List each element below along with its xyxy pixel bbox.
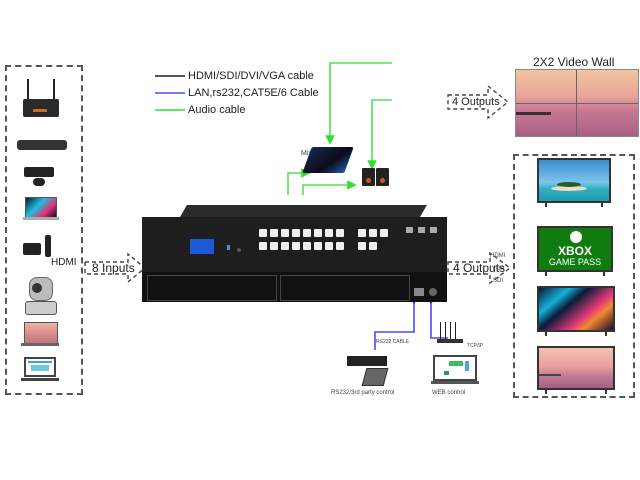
function-key[interactable] bbox=[358, 242, 366, 250]
hdmi-input-ports bbox=[147, 275, 277, 301]
key[interactable] bbox=[303, 242, 311, 250]
legend-line-lan bbox=[155, 92, 185, 94]
xbox-logo-icon bbox=[570, 231, 582, 243]
rs232-controller-device bbox=[347, 356, 387, 366]
audio-cable-to-speakers-top bbox=[367, 99, 392, 170]
set-top-box-device bbox=[17, 140, 67, 150]
videowall-outputs-arrow bbox=[447, 84, 510, 120]
key[interactable] bbox=[325, 229, 333, 237]
inputs-arrow bbox=[84, 252, 147, 284]
audio-cable-to-mixer-left bbox=[287, 168, 311, 195]
function-key[interactable] bbox=[358, 229, 366, 237]
rs232-port bbox=[429, 288, 437, 296]
laptop-webpage-device bbox=[21, 357, 59, 383]
video-wall-divider-h bbox=[516, 103, 638, 104]
lcd-display bbox=[190, 239, 214, 254]
key[interactable] bbox=[314, 242, 322, 250]
rs232-cable-label: RS232 CABLE bbox=[376, 339, 410, 345]
network-router-device bbox=[437, 322, 463, 344]
lan-port bbox=[414, 288, 424, 296]
rs232-cable-line bbox=[374, 295, 419, 350]
display-sunset-pier bbox=[537, 346, 615, 394]
input-interface-label: HDMI bbox=[51, 257, 77, 268]
hdmi-output-ports bbox=[280, 275, 410, 301]
audio-cable-to-speakers-left bbox=[302, 180, 357, 195]
key[interactable] bbox=[270, 229, 278, 237]
display-tropical-island bbox=[537, 158, 611, 207]
web-control-laptop bbox=[431, 355, 479, 385]
video-wall-title: 2X2 Video Wall bbox=[533, 55, 615, 69]
rs232-control-label: RS232/3rd party control bbox=[331, 390, 395, 396]
legend-line-hdmi bbox=[155, 75, 185, 77]
output-displays-box: XBOX GAME PASS bbox=[513, 154, 635, 398]
key[interactable] bbox=[292, 229, 300, 237]
key[interactable] bbox=[292, 242, 300, 250]
key[interactable] bbox=[325, 242, 333, 250]
video-wall-outputs-label: 4 Outputs bbox=[452, 96, 500, 108]
audio-cable-to-mixer-top bbox=[325, 62, 392, 145]
legend-hdmi: HDMI/SDI/DVI/VGA cable bbox=[155, 70, 314, 82]
legend-lan: LAN,rs232,CAT5E/6 Cable bbox=[155, 87, 319, 99]
input-output-keypad bbox=[259, 229, 351, 265]
function-key[interactable] bbox=[380, 229, 388, 237]
indicator bbox=[430, 227, 437, 233]
rear-port-panel bbox=[142, 272, 447, 302]
lan-cables bbox=[374, 295, 448, 350]
key[interactable] bbox=[281, 229, 289, 237]
legend-label: HDMI/SDI/DVI/VGA cable bbox=[188, 70, 314, 82]
display-abstract-colorful bbox=[537, 286, 615, 336]
legend-label: Audio cable bbox=[188, 104, 246, 116]
tcpip-cable-line bbox=[426, 295, 448, 339]
pier bbox=[516, 112, 551, 115]
ptz-camera-device bbox=[25, 277, 57, 315]
speaker-left bbox=[362, 168, 375, 186]
key[interactable] bbox=[336, 242, 344, 250]
front-panel bbox=[142, 217, 447, 272]
outputs-count-label: 4 Outputs bbox=[453, 261, 506, 275]
web-control-label: WEB control bbox=[432, 390, 466, 396]
legend-label: LAN,rs232,CAT5E/6 Cable bbox=[188, 87, 319, 99]
xbox-subtitle: GAME PASS bbox=[548, 257, 602, 267]
xbox-title: XBOX bbox=[557, 244, 592, 258]
key[interactable] bbox=[270, 242, 278, 250]
indicator bbox=[418, 227, 425, 233]
tcpip-label: TCP/IP bbox=[467, 343, 484, 349]
output-interface-vga: VGA bbox=[492, 266, 505, 272]
video-wall-display bbox=[515, 69, 639, 137]
apple-tv-device bbox=[23, 235, 57, 257]
outputs-arrow bbox=[447, 251, 512, 285]
laptop-device bbox=[23, 197, 59, 222]
input-sources-box bbox=[5, 65, 83, 395]
laptop-sunset-device bbox=[21, 322, 59, 348]
key[interactable] bbox=[303, 229, 311, 237]
legend-audio: Audio cable bbox=[155, 104, 246, 116]
key[interactable] bbox=[259, 242, 267, 250]
indicator bbox=[406, 227, 413, 233]
function-key[interactable] bbox=[369, 242, 377, 250]
audio-cables bbox=[287, 62, 392, 195]
legend-line-audio bbox=[155, 109, 185, 111]
key[interactable] bbox=[336, 229, 344, 237]
output-interface-sdi: SDI bbox=[493, 278, 504, 284]
dashed-arrows bbox=[84, 84, 512, 285]
output-interface-hdmi: HDMI bbox=[490, 253, 506, 259]
wireless-router-device bbox=[21, 79, 61, 119]
display-xbox-game-pass: XBOX GAME PASS bbox=[537, 226, 613, 276]
inputs-count-label: 8 Inputs bbox=[92, 261, 135, 275]
key[interactable] bbox=[259, 229, 267, 237]
key[interactable] bbox=[281, 242, 289, 250]
ir-sensor bbox=[227, 245, 230, 250]
game-console-device bbox=[24, 167, 54, 187]
function-key[interactable] bbox=[369, 229, 377, 237]
matrix-switcher bbox=[142, 205, 450, 305]
key[interactable] bbox=[314, 229, 322, 237]
speaker-right bbox=[376, 168, 389, 186]
power-indicator bbox=[237, 248, 241, 252]
